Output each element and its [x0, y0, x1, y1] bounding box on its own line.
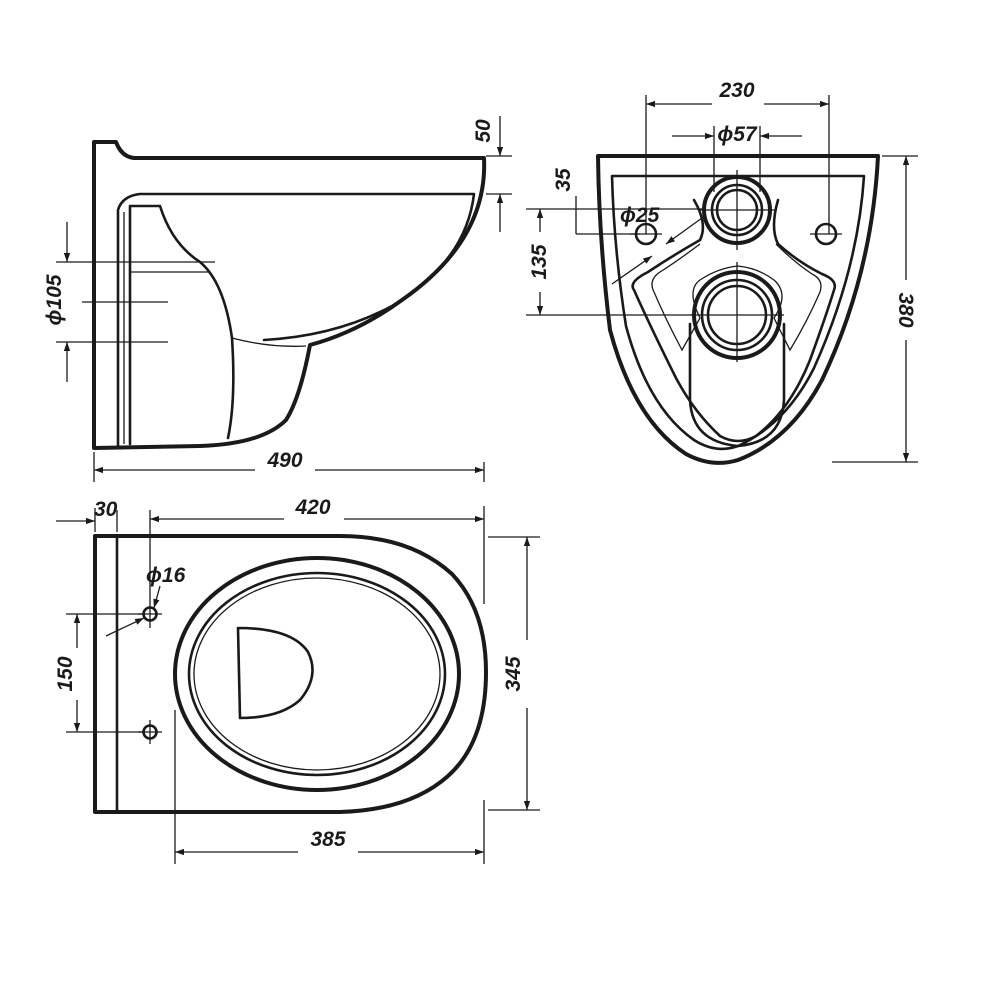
- dim-text-outlet-diameter: ϕ105: [43, 274, 66, 325]
- dim-text-top-height: 50: [472, 119, 495, 143]
- rear-view: 230 ϕ57 35 ϕ25 135 380: [526, 79, 918, 465]
- rear-view-outline: [596, 154, 880, 465]
- dim-text-overall-length: 490: [266, 449, 302, 472]
- side-view-trap: [128, 204, 235, 446]
- top-view-outlet: [236, 626, 314, 720]
- top-view-outline: [93, 534, 488, 814]
- side-view: ϕ105 50: [43, 116, 512, 450]
- dim-text-bolt-spacing: 150: [54, 656, 77, 691]
- dim-text-fixing-hole-diameter: ϕ25: [620, 204, 660, 227]
- dim-text-overall-height: 380: [894, 292, 917, 327]
- dim-text-height-135: 135: [528, 244, 551, 279]
- top-view-rim-outer: [173, 556, 461, 792]
- side-view-trap-curve: [231, 337, 307, 347]
- rear-view-inner-outline: [610, 174, 866, 451]
- top-view-rim-inner: [187, 571, 447, 777]
- dim-text-offset: 35: [552, 168, 575, 192]
- dim-text-overall-width: 345: [502, 656, 525, 691]
- dim-text-bowl-length: 385: [310, 828, 345, 851]
- dim-overall-length: 490: [93, 449, 485, 482]
- dim-text-wall-thickness: 30: [94, 498, 118, 521]
- side-view-outline: [92, 140, 487, 450]
- dim-text-inlet-diameter: ϕ57: [717, 123, 758, 146]
- rear-view-outlet-chute: [688, 322, 786, 448]
- dim-text-projection: 420: [294, 496, 330, 519]
- top-view: 30 420 ϕ16 150 345 385: [54, 496, 540, 864]
- rear-view-channel: [631, 198, 837, 443]
- dim-text-rear-width: 230: [718, 79, 754, 102]
- rear-view-inner-channel: [651, 243, 822, 352]
- dim-text-bolt-hole-diameter: ϕ16: [146, 564, 186, 587]
- side-view-inner-bowl: [116, 192, 476, 448]
